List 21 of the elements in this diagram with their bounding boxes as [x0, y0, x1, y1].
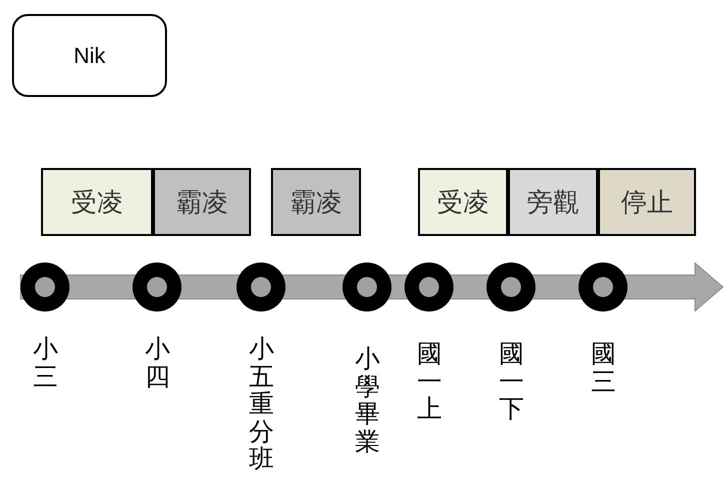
stage-label: 國三 [591, 341, 616, 396]
timeline-marker [578, 262, 628, 312]
stage-label: 小五重分班 [249, 336, 274, 474]
phase-box: 受凌 [418, 168, 508, 236]
timeline-marker [20, 262, 70, 312]
phase-box: 霸凌 [153, 168, 251, 236]
stage-label: 小四 [145, 336, 170, 391]
timeline-marker [404, 262, 454, 312]
stage-label: 小三 [33, 336, 58, 391]
timeline-marker [342, 262, 392, 312]
stage-label: 國一上 [417, 341, 442, 424]
timeline-marker [132, 262, 182, 312]
timeline-marker [236, 262, 286, 312]
name-box: Nik [12, 14, 167, 97]
stage-label: 國一下 [499, 341, 524, 424]
phase-box: 旁觀 [508, 168, 598, 236]
phase-box: 停止 [598, 168, 696, 236]
timeline-marker [486, 262, 536, 312]
stage-label: 小學畢業 [355, 346, 380, 456]
phase-box: 霸凌 [271, 168, 361, 236]
phase-box: 受凌 [41, 168, 153, 236]
